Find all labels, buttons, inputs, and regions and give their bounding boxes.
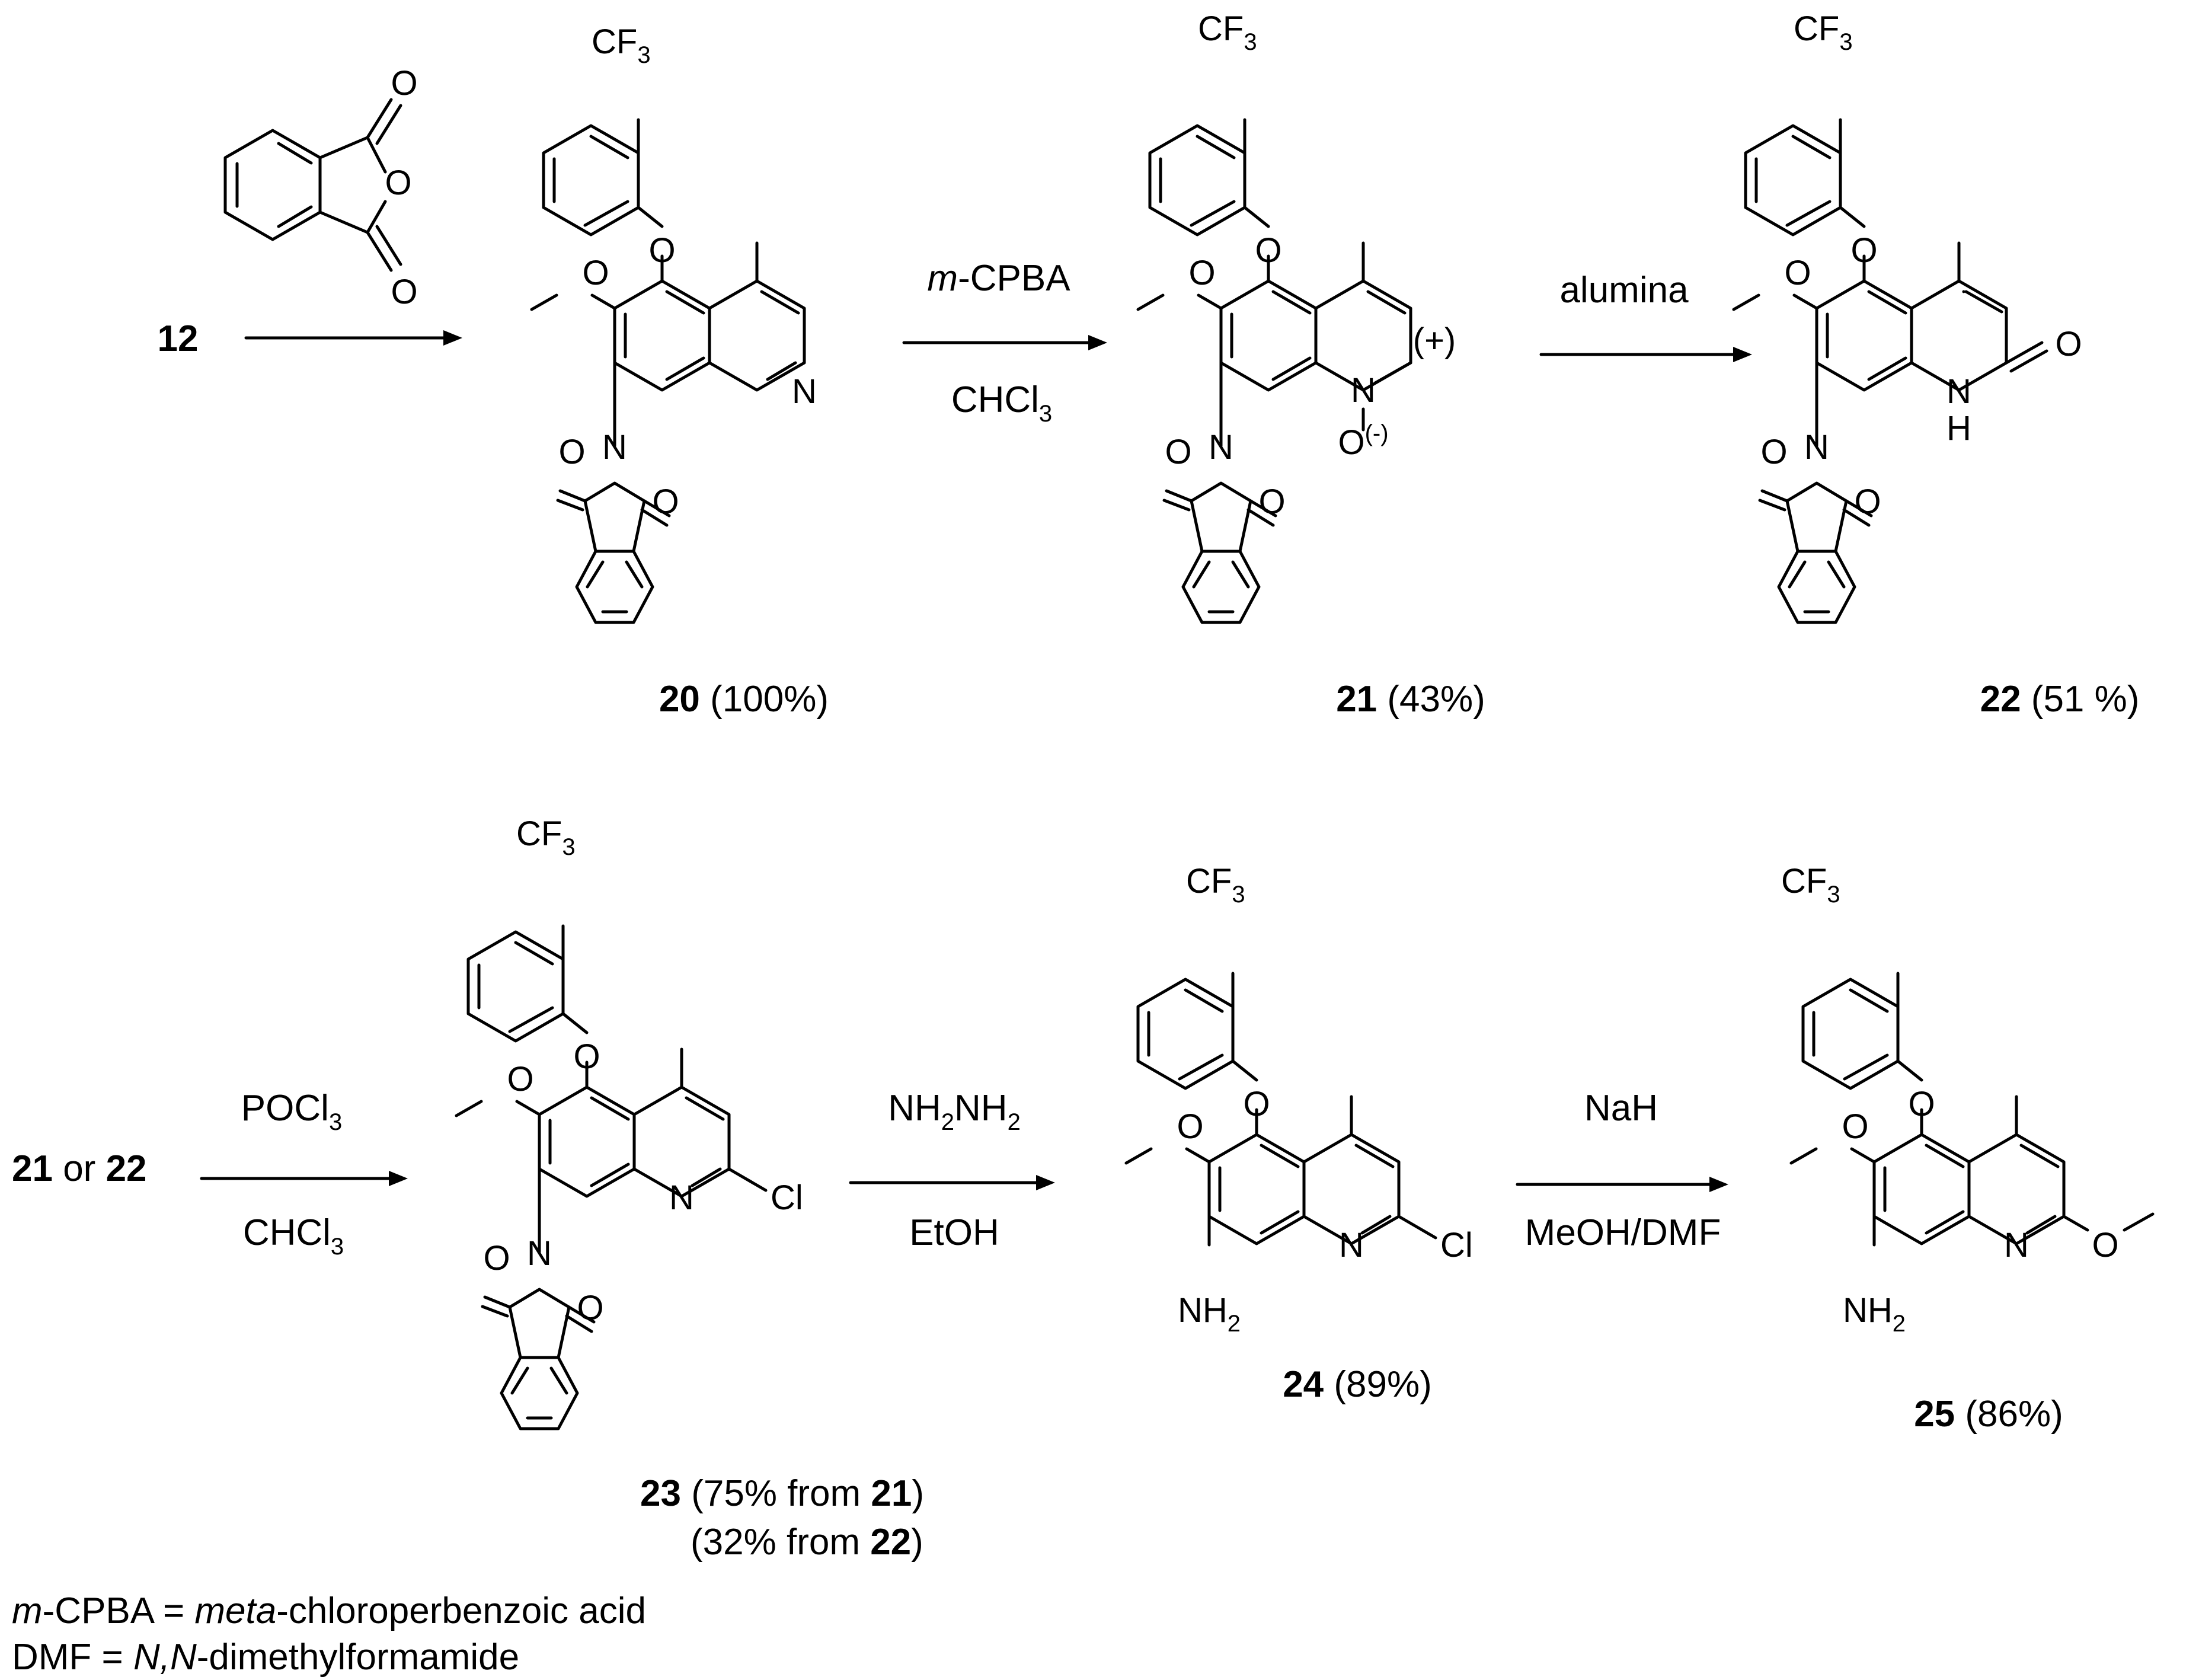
atom-n: N <box>1947 372 1971 411</box>
atom-o: O <box>1784 254 1811 292</box>
starting-materials-21-or-22: 21 or 22 <box>12 1148 147 1189</box>
atom-n: N <box>1339 1226 1364 1264</box>
reaction-arrow <box>902 335 1107 350</box>
compound-23-caption-line1: 23 (75% from 21) <box>640 1473 924 1514</box>
atom-h: H <box>1947 409 1971 448</box>
atom-o: O <box>1165 433 1191 471</box>
amine-group: NH2 <box>1178 1291 1241 1337</box>
reaction-arrow <box>849 1175 1055 1190</box>
reagent-etoh: EtOH <box>909 1212 999 1253</box>
compound-22-caption: 22 (51 %) <box>1980 679 2140 720</box>
compound-22-structure <box>1734 120 2048 622</box>
compound-25-structure <box>1791 973 2155 1247</box>
reaction-arrow <box>1516 1177 1728 1192</box>
reaction-arrow <box>1539 347 1752 362</box>
reagent-mcpba: m-CPBA <box>927 258 1070 299</box>
charge-plus: (+) <box>1413 321 1456 360</box>
atom-o: O <box>577 1289 603 1327</box>
compound-21-caption: 21 (43%) <box>1336 679 1485 720</box>
footnote-mcpba: m-CPBA = meta-chloroperbenzoic acid <box>12 1590 646 1631</box>
atom-n: N <box>792 372 817 411</box>
atom-o: O <box>385 164 411 202</box>
atom-o: O <box>2055 325 2082 363</box>
atom-o: O <box>1908 1085 1935 1123</box>
atom-o: O <box>1177 1107 1203 1146</box>
atom-o: O <box>391 64 417 103</box>
atom-o: O <box>1188 254 1215 292</box>
atom-o: O <box>652 483 679 521</box>
compound-21-structure <box>1138 120 1412 622</box>
cf3-group: CF3 <box>1794 9 1853 55</box>
reagent-pocl3: POCl3 <box>241 1088 342 1135</box>
compound-24-structure <box>1126 973 1437 1247</box>
atom-o: O <box>582 254 609 292</box>
footnote-dmf: DMF = N,N-dimethylformamide <box>12 1637 519 1678</box>
atom-o: O <box>1850 231 1877 270</box>
atom-cl: Cl <box>1440 1226 1473 1264</box>
atom-o: O <box>507 1060 533 1098</box>
atom-n: N <box>1804 428 1829 467</box>
atom-o: O <box>558 433 585 471</box>
amine-group: NH2 <box>1843 1291 1906 1337</box>
compound-20-caption: 20 (100%) <box>659 679 829 720</box>
reagent-alumina: alumina <box>1559 270 1689 311</box>
atom-o: O <box>573 1037 600 1076</box>
atom-n: N <box>527 1234 552 1273</box>
atom-o: O(-) <box>1338 420 1388 462</box>
compound-23-structure <box>456 926 768 1429</box>
atom-o: O <box>391 273 417 311</box>
cf3-group: CF3 <box>516 815 576 860</box>
reagent-hydrazine: NH2NH2 <box>888 1088 1021 1135</box>
atom-o: O <box>1760 433 1787 471</box>
atom-o: O <box>1258 483 1285 521</box>
reagent-chcl3: CHCl3 <box>951 379 1052 427</box>
atom-n: N <box>669 1178 694 1217</box>
atom-n: N <box>2004 1226 2029 1264</box>
atom-o: O <box>1854 483 1881 521</box>
compound-20-structure <box>532 120 804 622</box>
atom-n: N <box>602 428 627 467</box>
atom-cl: Cl <box>771 1178 803 1217</box>
reaction-arrow <box>200 1171 408 1186</box>
atom-o: O <box>1255 231 1281 270</box>
reagent-meoh-dmf: MeOH/DMF <box>1525 1212 1721 1253</box>
reagent-chcl3: CHCl3 <box>243 1212 344 1260</box>
atom-o: O <box>1243 1085 1270 1123</box>
compound-23-caption-line2: (32% from 22) <box>691 1522 923 1563</box>
atom-o: O <box>1842 1107 1868 1146</box>
atom-o: O <box>2092 1226 2118 1264</box>
atom-n: N <box>1209 428 1233 467</box>
compound-25-caption: 25 (86%) <box>1914 1394 2063 1435</box>
cf3-group: CF3 <box>1186 862 1245 908</box>
cf3-group: CF3 <box>1198 9 1257 55</box>
atom-o: O <box>483 1239 510 1277</box>
compound-label-12: 12 <box>158 318 199 359</box>
reagent-nah: NaH <box>1584 1088 1658 1129</box>
reaction-arrow <box>244 330 462 346</box>
atom-o: O <box>648 231 675 270</box>
cf3-group: CF3 <box>592 23 651 68</box>
atom-n: N <box>1351 371 1376 410</box>
phthalic-anhydride-structure <box>223 98 402 272</box>
compound-24-caption: 24 (89%) <box>1283 1364 1432 1405</box>
cf3-group: CF3 <box>1781 862 1840 908</box>
